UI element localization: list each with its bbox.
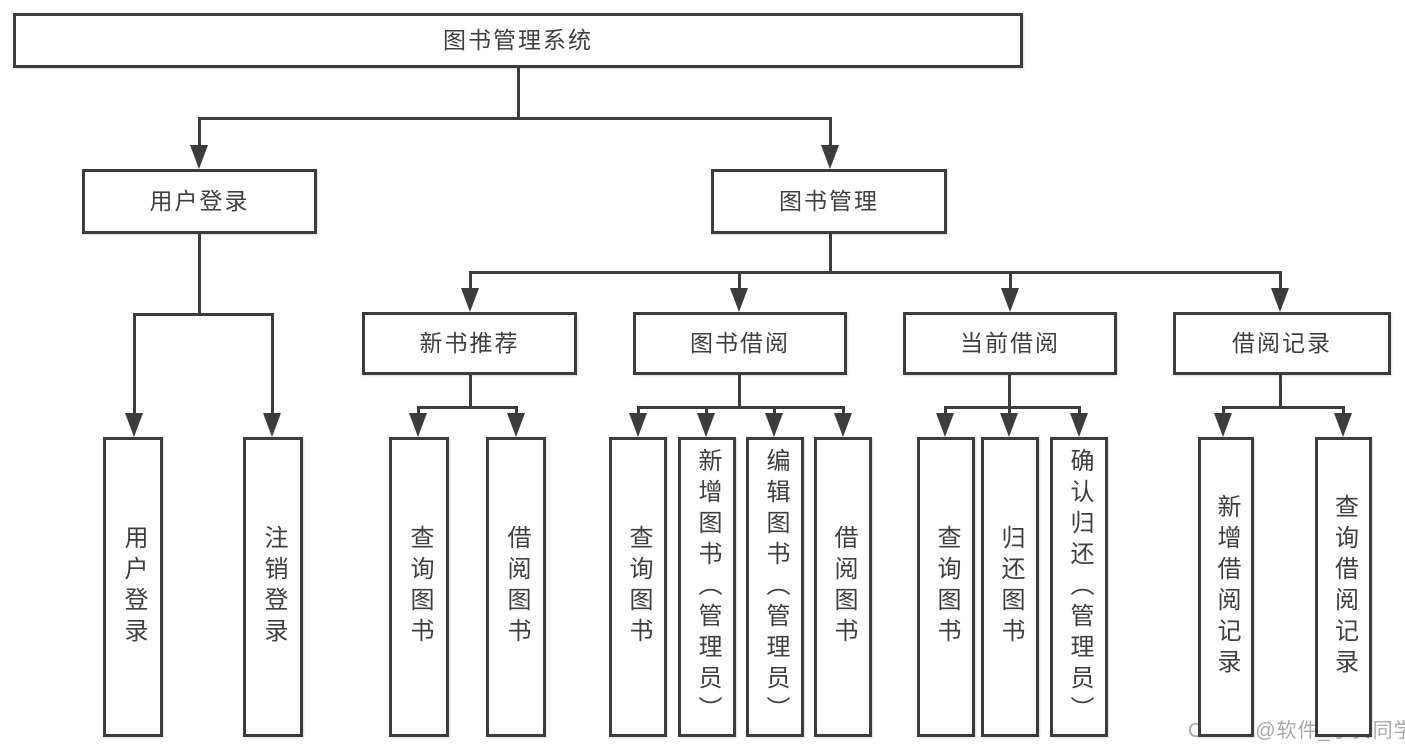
node-label-book-borrow: 图书借阅 [690, 330, 790, 356]
node-label-confirm-return-admin: 确认归还（管理员） [1066, 447, 1093, 727]
arrow-down-icon [125, 413, 143, 437]
node-label-login-group: 用户登录 [149, 188, 250, 214]
arrow-shaft [829, 117, 832, 149]
arrow-down-icon [1334, 413, 1352, 437]
arrow-down-icon [730, 288, 748, 312]
connector-line [944, 406, 1081, 409]
arrow-shaft [1222, 406, 1225, 417]
node-confirm-return-admin: 确认归还（管理员） [1050, 437, 1108, 737]
connector-line [517, 67, 520, 119]
node-label-borrow-records: 借阅记录 [1232, 330, 1332, 356]
connector-line [1222, 406, 1345, 409]
node-borrow-records: 借阅记录 [1173, 312, 1391, 375]
arrow-shaft [198, 117, 201, 149]
node-label-logout: 注销登录 [260, 525, 287, 649]
node-query-borrow-record: 查询借阅记录 [1315, 437, 1372, 737]
arrow-down-icon [1214, 413, 1232, 437]
connector-line [133, 313, 274, 316]
arrow-shaft [637, 406, 640, 417]
connector-line [469, 374, 472, 408]
arrow-down-icon [936, 413, 954, 437]
node-label-query-books-borrow: 查询图书 [625, 525, 652, 649]
node-label-add-borrow-record: 新增借阅记录 [1213, 494, 1240, 680]
node-root: 图书管理系统 [13, 13, 1023, 68]
node-label-user-login: 用户登录 [120, 525, 147, 649]
node-book-borrow: 图书借阅 [633, 312, 847, 375]
arrow-down-icon [629, 413, 647, 437]
node-current-borrow: 当前借阅 [903, 312, 1117, 375]
arrow-shaft [515, 406, 518, 417]
arrow-shaft [1009, 271, 1012, 292]
connector-line [198, 117, 832, 120]
node-add-borrow-record: 新增借阅记录 [1198, 437, 1254, 737]
arrow-down-icon [1001, 288, 1019, 312]
connector-line [417, 406, 518, 409]
node-logout: 注销登录 [243, 437, 303, 737]
node-label-current-borrow: 当前借阅 [960, 330, 1060, 356]
node-query-books-current: 查询图书 [917, 437, 975, 737]
arrow-shaft [705, 406, 708, 417]
node-login-group: 用户登录 [82, 169, 317, 234]
arrow-shaft [842, 406, 845, 417]
arrow-shaft [944, 406, 947, 417]
arrow-down-icon [263, 413, 281, 437]
node-label-borrow-books-recommend: 借阅图书 [503, 525, 530, 649]
arrow-shaft [738, 271, 741, 292]
arrow-shaft [133, 313, 136, 417]
connector-line [1279, 374, 1282, 408]
node-add-books-admin: 新增图书（管理员） [678, 437, 736, 737]
node-label-query-books-current: 查询图书 [933, 525, 960, 649]
arrow-shaft [773, 406, 776, 417]
node-query-books-recommend: 查询图书 [389, 437, 449, 737]
node-edit-books-admin: 编辑图书（管理员） [746, 437, 804, 737]
arrow-down-icon [507, 413, 525, 437]
connector-line [738, 374, 741, 408]
node-label-book-management: 图书管理 [779, 188, 879, 214]
arrow-shaft [1078, 406, 1081, 417]
arrow-shaft [417, 406, 420, 417]
arrow-shaft [1342, 406, 1345, 417]
node-label-new-book-recommend: 新书推荐 [419, 330, 520, 356]
arrow-down-icon [1000, 413, 1018, 437]
arrow-shaft [1279, 271, 1282, 292]
node-new-book-recommend: 新书推荐 [362, 312, 577, 375]
node-borrow-books-borrow: 借阅图书 [814, 437, 872, 737]
arrow-shaft [1008, 406, 1011, 417]
arrow-down-icon [834, 413, 852, 437]
connector-line [637, 406, 845, 409]
node-label-query-borrow-record: 查询借阅记录 [1330, 494, 1358, 680]
arrow-down-icon [409, 413, 427, 437]
connector-line [1008, 374, 1011, 408]
node-label-edit-books-admin: 编辑图书（管理员） [762, 447, 789, 727]
connector-line [829, 233, 832, 273]
arrow-shaft [469, 271, 472, 292]
node-label-return-books: 归还图书 [997, 525, 1024, 649]
arrow-down-icon [461, 288, 479, 312]
node-return-books: 归还图书 [981, 437, 1039, 737]
arrow-down-icon [1271, 288, 1289, 312]
node-user-login: 用户登录 [103, 437, 163, 737]
arrow-down-icon [1070, 413, 1088, 437]
node-label-query-books-recommend: 查询图书 [406, 525, 433, 649]
arrow-down-icon [697, 413, 715, 437]
node-borrow-books-recommend: 借阅图书 [486, 437, 546, 737]
node-label-root: 图书管理系统 [443, 27, 593, 53]
arrow-down-icon [190, 145, 208, 169]
node-query-books-borrow: 查询图书 [609, 437, 667, 737]
node-label-borrow-books-borrow: 借阅图书 [830, 525, 857, 649]
node-label-add-books-admin: 新增图书（管理员） [694, 447, 721, 727]
connector-line [198, 233, 201, 315]
arrow-down-icon [821, 145, 839, 169]
connector-line [469, 271, 1282, 274]
arrow-down-icon [765, 413, 783, 437]
node-book-management: 图书管理 [711, 169, 947, 234]
arrow-shaft [271, 313, 274, 417]
